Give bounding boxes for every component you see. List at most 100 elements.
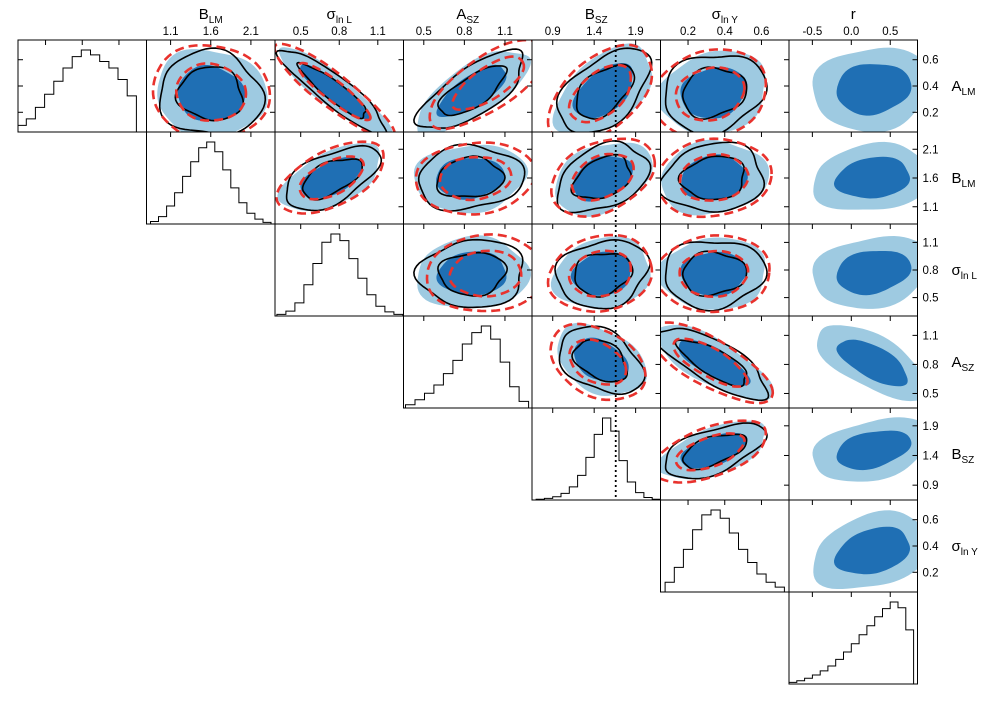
contour-68-fill (681, 154, 748, 200)
panel-sigma-ln-y-vs-b-sz (660, 419, 768, 484)
red-dashed-contour-inner (674, 432, 746, 472)
contour-68-fill (836, 430, 912, 471)
contour-68-fill (678, 339, 751, 386)
contour-68-fill (836, 64, 912, 116)
column-title-subscript: SZ (595, 15, 608, 26)
panel-r-vs-sigma-ln-y (813, 510, 918, 589)
black-contour-inner (681, 250, 748, 298)
y-tick-label: 0.5 (923, 388, 939, 400)
black-contour-outer (556, 140, 652, 214)
row-title-subscript: LM (962, 87, 976, 98)
y-tick-label: 0.4 (923, 541, 940, 553)
x-tick-label: 0.5 (293, 26, 309, 38)
red-dashed-contour-inner (438, 155, 513, 202)
panel-b-sz-vs-a-lm (546, 43, 654, 132)
panel-a-sz-vs-b-lm (413, 141, 532, 216)
x-tick-label: 0.2 (680, 26, 696, 38)
histogram-step-line (276, 233, 404, 316)
y-tick-label: 0.6 (923, 55, 939, 67)
black-contour-inner (437, 65, 509, 117)
contour-68-fill (834, 526, 910, 575)
y-tick-label: 1.6 (923, 173, 939, 185)
panel-frame (274, 223, 404, 317)
row-title-subscript: SZ (962, 455, 975, 466)
contour-68-fill (300, 157, 363, 199)
panel-frame (403, 315, 533, 409)
row-title-subscript: ln Y (961, 547, 978, 558)
red-dashed-contour-outer (660, 419, 768, 484)
contour-68-fill (436, 158, 506, 200)
panel-sigma-ln-y-vs-b-lm (660, 137, 773, 219)
red-dashed-contour-outer (414, 141, 532, 216)
red-dashed-contour-outer (546, 43, 654, 132)
panel-sigma-ln-y-vs-a-lm (660, 48, 768, 132)
row-title-base: σ (952, 538, 962, 555)
row-title-b-sz: BSZ (952, 446, 975, 466)
red-dashed-contour-inner (570, 152, 635, 202)
panel-b-sz-vs-b-lm (549, 137, 657, 218)
black-contour-inner (436, 155, 506, 198)
x-tick-label: -0.5 (802, 26, 822, 38)
row-title-subscript: LM (962, 179, 976, 190)
column-title-base: σ (327, 6, 337, 23)
panel-a-sz-vs-sigma-ln-l (413, 233, 532, 313)
panel-b-sz-vs-sigma-ln-l (546, 233, 654, 314)
red-dashed-contour-inner (448, 249, 523, 298)
x-tick-label: 1.6 (203, 26, 219, 38)
panel-r-vs-b-sz (812, 417, 918, 482)
y-tick-label: 0.6 (923, 515, 939, 527)
black-contour-outer (285, 144, 383, 212)
black-contour-outer (664, 422, 768, 480)
column-title-sigma-ln-y: σln Y (712, 6, 739, 26)
red-dashed-contour-inner (298, 155, 366, 201)
x-tick-label: 0.0 (843, 26, 859, 38)
y-tick-label: 0.5 (923, 293, 939, 305)
column-title-b-lm: BLM (199, 6, 223, 26)
row-title-b-lm: BLM (952, 170, 976, 190)
contour-68-fill (836, 251, 912, 296)
x-tick-label: 1.1 (370, 26, 386, 38)
y-tick-label: 1.9 (923, 421, 939, 433)
red-dashed-contour-inner (175, 62, 248, 122)
y-tick-label: 1.1 (923, 237, 939, 249)
panel-sigma-ln-y-vs-a-sz (660, 321, 775, 405)
y-tick-label: 2.1 (923, 144, 939, 156)
column-title-base: A (456, 6, 466, 23)
row-title-base: σ (952, 262, 962, 279)
red-dashed-contour-inner (674, 66, 746, 122)
contour-68-fill (572, 63, 633, 119)
y-tick-label: 1.1 (923, 202, 939, 214)
column-title-subscript: ln Y (721, 15, 738, 26)
contour-68-fill (300, 64, 370, 120)
panel-b-lm-vs-a-lm (151, 43, 272, 132)
x-tick-label: 0.4 (717, 26, 734, 38)
panel-r-vs-a-lm (812, 47, 918, 132)
column-title-b-sz: BSZ (585, 6, 608, 26)
red-dashed-contour-outer (428, 40, 532, 131)
column-title-subscript: ln L (336, 15, 353, 26)
y-tick-label: 0.8 (923, 265, 939, 277)
histogram-a-lm (18, 49, 137, 132)
red-dashed-contour-inner (678, 152, 750, 202)
column-title-base: σ (712, 6, 722, 23)
red-dashed-contour-inner (450, 55, 526, 111)
x-tick-label: 0.8 (456, 26, 472, 38)
histogram-step-line (664, 509, 785, 592)
row-title-base: B (952, 446, 962, 463)
black-contour-outer (417, 143, 526, 212)
histogram-step-line (789, 601, 915, 684)
black-contour-inner (301, 158, 363, 201)
red-dashed-contour-inner (297, 61, 372, 122)
panel-sigma-ln-l-vs-a-lm (275, 42, 396, 132)
black-contour-inner (677, 155, 745, 201)
row-title-base: B (952, 170, 962, 187)
histogram-step-line (405, 325, 530, 408)
black-contour-inner (681, 433, 748, 471)
histogram-sigma-ln-l (276, 233, 404, 316)
red-dashed-contour-outer (425, 233, 532, 313)
column-title-base: B (585, 6, 595, 23)
black-contour-outer (158, 47, 267, 132)
histogram-step-line (150, 141, 272, 224)
contour-68-fill (680, 251, 748, 297)
black-contour-inner (574, 252, 634, 298)
